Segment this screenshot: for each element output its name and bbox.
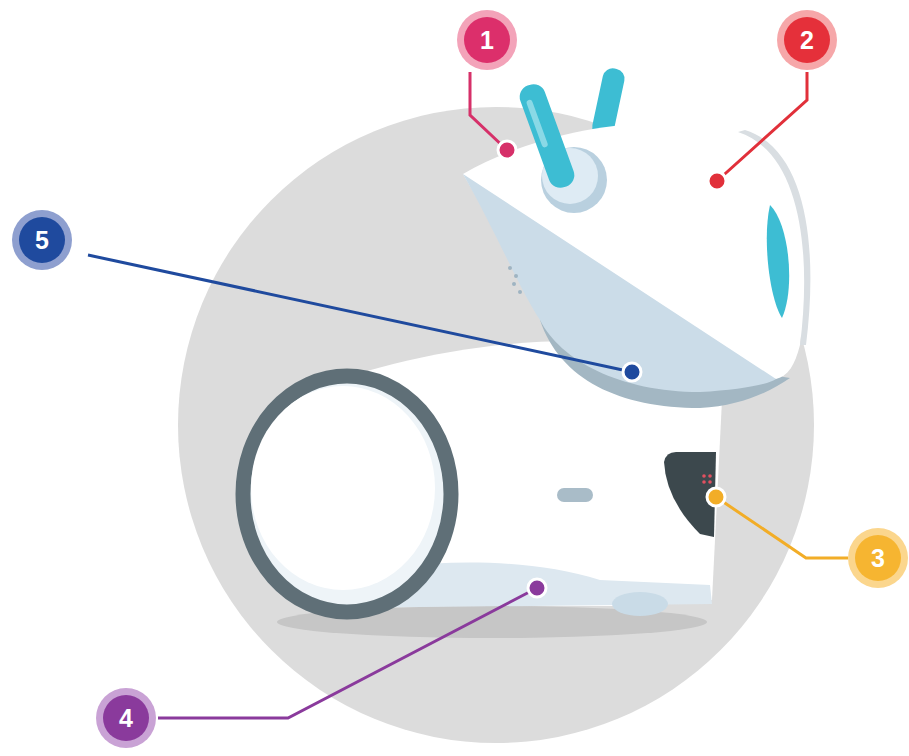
callout-number: 3	[871, 546, 885, 571]
callout-number: 4	[119, 706, 133, 731]
leader-dot	[708, 172, 726, 190]
robot-foot	[612, 592, 668, 616]
callout-badge: 2	[784, 17, 830, 63]
leader-line	[470, 72, 507, 150]
callout-badge: 5	[19, 217, 65, 263]
head-rim	[738, 130, 810, 345]
leader-line	[158, 588, 537, 718]
side-light	[767, 205, 789, 318]
wheel	[243, 376, 451, 612]
callout-circle: 3	[848, 528, 908, 588]
body-slot	[557, 488, 593, 502]
callout-circle: 2	[777, 10, 837, 70]
wheel-hub	[251, 386, 435, 590]
callout-number: 5	[35, 228, 49, 253]
leader-dot	[528, 579, 546, 597]
background-disc	[178, 107, 814, 743]
antenna	[516, 81, 577, 191]
leader-dot	[707, 488, 725, 506]
callout-number: 1	[480, 28, 494, 53]
leader-line	[88, 255, 632, 372]
callout-circle: 1	[457, 10, 517, 70]
leader-line	[717, 72, 807, 181]
robot-face	[463, 174, 776, 392]
callout-number: 2	[800, 28, 814, 53]
callout-badge: 4	[103, 695, 149, 741]
leader-dot	[623, 363, 641, 381]
leader-line	[716, 497, 848, 558]
leader-dot	[498, 141, 516, 159]
callout-circle: 4	[96, 688, 156, 748]
callout-badge: 3	[855, 535, 901, 581]
callout-badge: 1	[464, 17, 510, 63]
callout-circle: 5	[12, 210, 72, 270]
